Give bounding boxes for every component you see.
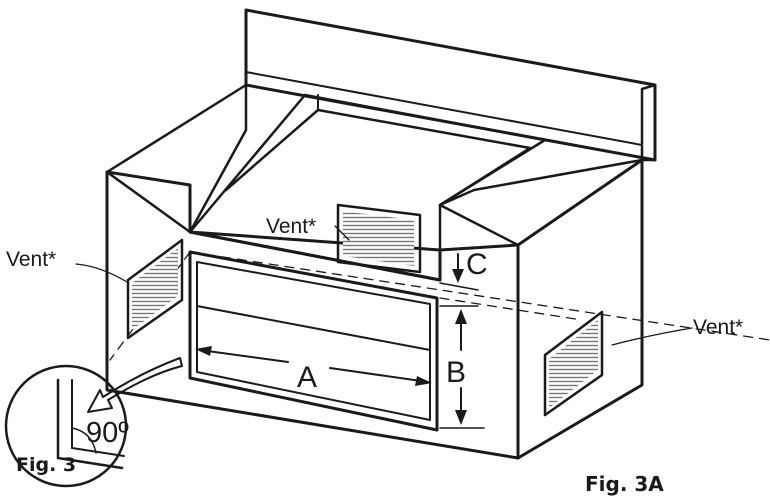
right-block xyxy=(438,158,644,460)
left-block xyxy=(105,83,248,234)
opening-frame xyxy=(188,250,439,432)
front-face xyxy=(105,170,520,460)
dimension-b xyxy=(439,305,485,429)
vent-right xyxy=(543,310,604,417)
vent-back xyxy=(336,203,422,274)
dimension-b-label: B xyxy=(446,356,466,389)
vent-left-label: Vent* xyxy=(6,248,56,271)
inset-detail xyxy=(4,364,128,488)
vent-back-label: Vent* xyxy=(266,215,316,238)
dimension-a-label: A xyxy=(297,361,317,394)
fig-inset-label: Fig. 3 xyxy=(16,454,76,476)
fig-main-label: Fig. 3A xyxy=(585,472,664,496)
vent-right-label: Vent* xyxy=(693,316,743,339)
dimension-c-label: C xyxy=(466,248,488,281)
vent-leaders xyxy=(75,225,693,346)
angle-label: 90º xyxy=(86,417,129,449)
callout-arrow xyxy=(87,357,183,413)
dimension-a xyxy=(195,346,432,386)
dimension-c xyxy=(439,253,479,291)
back-panel xyxy=(244,8,657,162)
vent-left xyxy=(126,238,184,340)
